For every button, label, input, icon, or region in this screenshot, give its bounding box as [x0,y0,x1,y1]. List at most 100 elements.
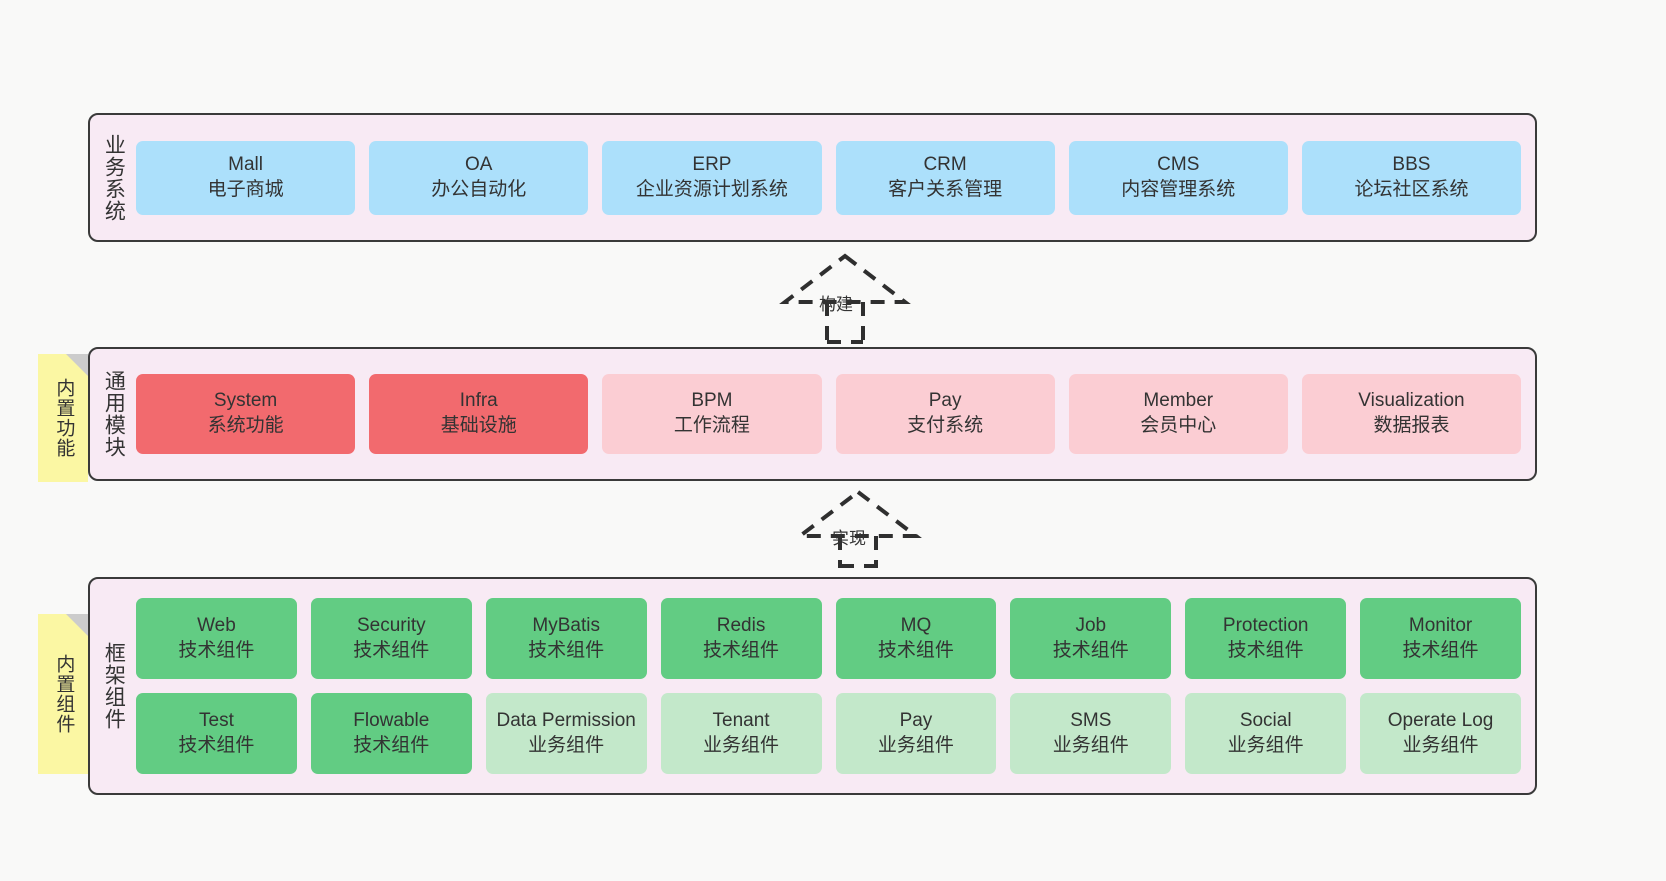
card-title-en: Mall [228,153,263,175]
card-title-en: Pay [928,390,962,412]
card-title-en: BPM [691,390,733,412]
layer-body-common-module: System 系统功能 Infra 基础设施 BPM 工作流程 Pay 支付系统… [136,349,1535,479]
card-title-cn: 办公自动化 [431,178,527,200]
card-title-en: Infra [459,390,498,412]
card-title-en: MyBatis [532,614,600,636]
card-web[interactable]: Web 技术组件 [136,598,297,679]
card-title-cn: 电子商城 [207,178,284,200]
card-title-en: Data Permission [496,709,636,731]
card-title-cn: 技术组件 [353,734,430,756]
card-title-en: Test [199,709,234,731]
card-job[interactable]: Job 技术组件 [1010,598,1172,679]
sticky-note-builtin-component: 内置组件 [38,614,88,774]
card-erp[interactable]: ERP 企业资源计划系统 [602,140,822,215]
card-title-en: Job [1075,614,1107,636]
layer-common-module: 通用模块 System 系统功能 Infra 基础设施 BPM 工作流程 Pay… [88,347,1537,481]
card-social[interactable]: Social 业务组件 [1185,693,1347,774]
card-mq[interactable]: MQ 技术组件 [835,598,997,679]
card-title-en: ERP [692,153,732,175]
card-title-cn: 技术组件 [1052,639,1129,661]
card-title-cn: 技术组件 [178,639,255,661]
card-bpm[interactable]: BPM 工作流程 [602,374,822,454]
card-title-en: BBS [1392,153,1431,175]
card-title-cn: 业务组件 [1052,734,1129,756]
arrow-label-implement: 实现 [832,529,866,548]
card-title-cn: 内容管理系统 [1121,178,1236,200]
card-title-en: Redis [716,614,766,636]
card-bbs[interactable]: BBS 论坛社区系统 [1301,140,1522,215]
card-title-en: Visualization [1358,390,1465,412]
card-title-cn: 客户关系管理 [888,178,1003,200]
layer-body-business-system: Mall 电子商城 OA 办公自动化 ERP 企业资源计划系统 CRM 客户关系… [136,115,1535,240]
card-title-en: CMS [1157,153,1200,175]
card-mybatis[interactable]: MyBatis 技术组件 [485,598,647,679]
card-title-cn: 系统功能 [207,415,284,436]
card-redis[interactable]: Redis 技术组件 [660,598,822,679]
card-title-en: Monitor [1408,614,1473,636]
layer-caption-business-system: 业务系统 [102,133,126,222]
card-title-cn: 技术组件 [703,639,780,661]
card-title-en: Flowable [353,709,430,731]
card-operate-log[interactable]: Operate Log 业务组件 [1360,693,1521,774]
card-crm[interactable]: CRM 客户关系管理 [835,140,1055,215]
card-row: Test 技术组件 Flowable 技术组件 Data Permission … [136,693,1521,774]
card-title-en: System [213,390,278,412]
card-protection[interactable]: Protection 技术组件 [1185,598,1347,679]
card-title-cn: 业务组件 [703,734,780,756]
card-title-cn: 工作流程 [673,415,750,436]
arrow-implement: 实现 [768,488,948,568]
card-title-en: Tenant [712,709,770,731]
card-monitor[interactable]: Monitor 技术组件 [1360,598,1521,679]
card-row: System 系统功能 Infra 基础设施 BPM 工作流程 Pay 支付系统… [136,374,1522,454]
card-title-cn: 技术组件 [353,639,430,661]
card-cms[interactable]: CMS 内容管理系统 [1068,140,1288,215]
card-mall[interactable]: Mall 电子商城 [136,140,356,215]
card-title-en: Operate Log [1387,709,1494,731]
card-title-cn: 技术组件 [1227,639,1304,661]
arrow-label-build: 构建 [819,295,853,314]
card-tenant[interactable]: Tenant 业务组件 [660,693,822,774]
card-title-en: Protection [1222,614,1309,636]
card-title-en: OA [465,153,493,175]
sticky-note-text: 内置组件 [53,654,75,734]
page-fold-icon [66,614,88,636]
card-title-en: Security [356,614,426,636]
card-pay[interactable]: Pay 支付系统 [835,374,1055,454]
card-visualization[interactable]: Visualization 数据报表 [1301,374,1522,454]
card-member[interactable]: Member 会员中心 [1068,374,1288,454]
card-flowable[interactable]: Flowable 技术组件 [310,693,472,774]
card-title-cn: 会员中心 [1140,415,1217,436]
card-test[interactable]: Test 技术组件 [136,693,297,774]
card-data-permission[interactable]: Data Permission 业务组件 [485,693,647,774]
card-title-cn: 企业资源计划系统 [635,178,788,200]
card-title-cn: 技术组件 [1402,639,1479,661]
layer-business-system: 业务系统 Mall 电子商城 OA 办公自动化 ERP 企业资源计划系统 CRM… [88,113,1537,242]
card-row: Web 技术组件 Security 技术组件 MyBatis 技术组件 Redi… [136,598,1521,679]
arrow-build: 构建 [755,252,935,344]
card-system[interactable]: System 系统功能 [136,374,356,454]
card-title-en: CRM [923,153,967,175]
sticky-note-builtin-function: 内置功能 [38,354,88,482]
card-title-en: Pay [899,709,933,731]
layer-body-framework-component: Web 技术组件 Security 技术组件 MyBatis 技术组件 Redi… [136,579,1535,793]
card-oa[interactable]: OA 办公自动化 [369,140,589,215]
card-title-en: Web [197,614,236,636]
card-title-en: Social [1239,709,1292,731]
sticky-note-text: 内置功能 [53,378,75,458]
card-title-cn: 支付系统 [907,415,984,436]
card-sms[interactable]: SMS 业务组件 [1010,693,1172,774]
card-security[interactable]: Security 技术组件 [310,598,472,679]
card-title-en: SMS [1070,709,1112,731]
card-title-cn: 技术组件 [877,639,954,661]
layer-framework-component: 框架组件 Web 技术组件 Security 技术组件 MyBatis 技术组件… [88,577,1537,795]
card-row: Mall 电子商城 OA 办公自动化 ERP 企业资源计划系统 CRM 客户关系… [136,140,1522,215]
card-title-cn: 基础设施 [440,415,517,436]
arrow-head-triangle [779,253,911,304]
card-title-cn: 业务组件 [1227,734,1304,756]
card-pay-business[interactable]: Pay 业务组件 [835,693,997,774]
card-infra[interactable]: Infra 基础设施 [369,374,589,454]
card-title-cn: 业务组件 [528,734,605,756]
card-title-cn: 业务组件 [877,734,954,756]
card-title-cn: 业务组件 [1402,734,1479,756]
page-fold-icon [66,354,88,376]
